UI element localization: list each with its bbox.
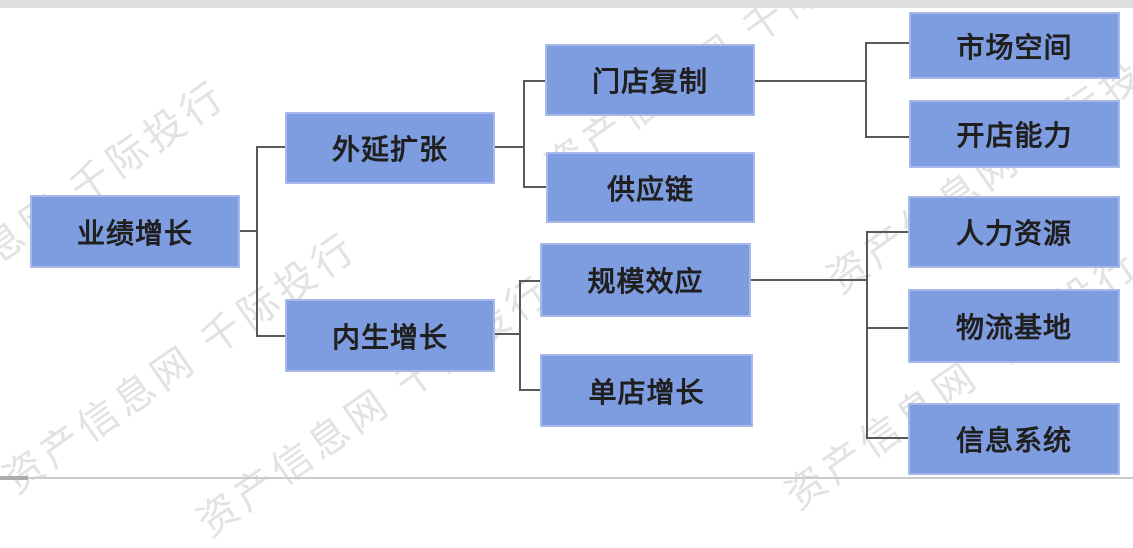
connector-segment: [866, 437, 908, 439]
connector-segment: [519, 389, 540, 391]
node-yeji: 业绩增长: [30, 195, 240, 268]
connector-segment: [523, 80, 525, 188]
node-neisheng: 内生增长: [285, 299, 495, 372]
connector-segment: [239, 230, 258, 232]
connector-segment: [519, 280, 540, 282]
connector-segment: [256, 335, 285, 337]
node-waiyan: 外延扩张: [285, 112, 495, 184]
connector-segment: [523, 186, 546, 188]
node-gongying: 供应链: [546, 152, 755, 223]
connector-segment: [256, 146, 285, 148]
node-dandian: 单店增长: [540, 354, 753, 427]
node-wuliu: 物流基地: [908, 289, 1120, 363]
node-guimo: 规模效应: [540, 243, 751, 317]
node-renli: 人力资源: [908, 196, 1120, 268]
connector-segment: [495, 333, 521, 335]
connector-segment: [866, 231, 868, 439]
connector-segment: [256, 146, 258, 337]
connector-segment: [865, 42, 909, 44]
connector-segment: [755, 80, 867, 82]
node-xinxi: 信息系统: [908, 403, 1120, 475]
node-mendian: 门店复制: [545, 44, 755, 116]
connector-segment: [865, 136, 909, 138]
node-kaidian: 开店能力: [909, 100, 1120, 168]
connector-segment: [866, 327, 908, 329]
connector-segment: [523, 80, 545, 82]
bottom-border-accent: [0, 476, 28, 480]
connector-segment: [495, 146, 525, 148]
bottom-border-line: [0, 477, 1133, 479]
connector-segment: [866, 231, 908, 233]
connector-segment: [751, 279, 868, 281]
connector-segment: [865, 42, 867, 138]
top-border-bar: [0, 0, 1133, 8]
connector-segment: [519, 280, 521, 391]
node-shichang: 市场空间: [909, 12, 1120, 79]
